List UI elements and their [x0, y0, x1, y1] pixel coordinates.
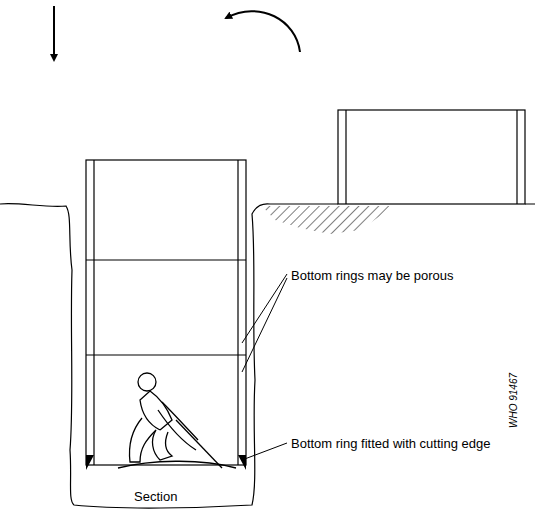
- surface-ring: [338, 110, 525, 204]
- ground-hatching: [262, 206, 390, 234]
- callout-label: Bottom ring fitted with cutting edge: [290, 436, 492, 451]
- lift-arrow: [226, 11, 300, 52]
- down-arrow: [53, 6, 55, 60]
- well-rings: [86, 160, 246, 465]
- ground-pit-outline: [0, 204, 535, 508]
- leader-lines: [242, 274, 287, 460]
- watermark: WHO 91467: [506, 371, 521, 428]
- worker-figure: [118, 373, 236, 468]
- section-label: Section: [133, 489, 178, 504]
- callout-label: Bottom rings may be porous: [290, 268, 455, 283]
